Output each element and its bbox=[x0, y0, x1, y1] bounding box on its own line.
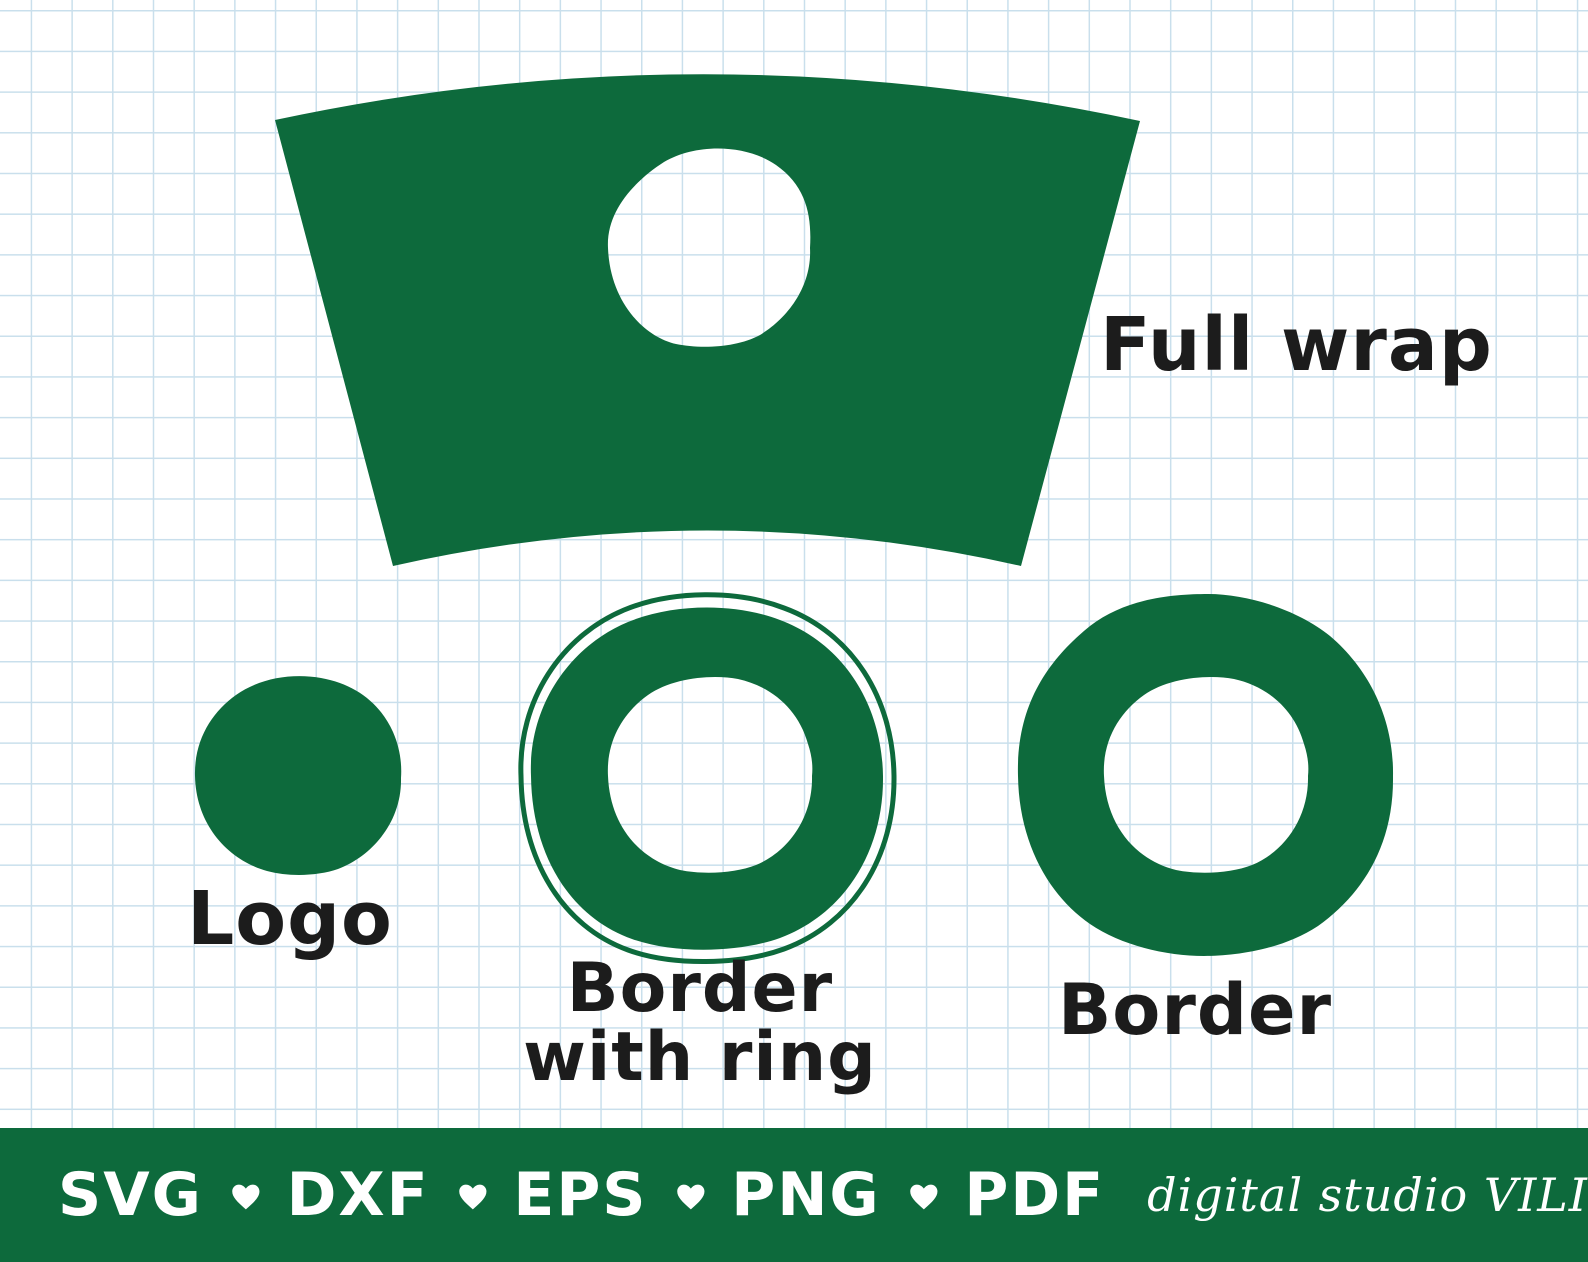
border-with-ring-outer-ring bbox=[518, 592, 897, 964]
full-wrap-label: Full wrap bbox=[1100, 302, 1493, 388]
format-png: PNG bbox=[731, 1160, 881, 1230]
border-with-ring-label-line2: with ring bbox=[523, 1018, 877, 1098]
format-dxf: DXF bbox=[286, 1160, 430, 1230]
logo-shape bbox=[194, 676, 402, 875]
heart-icon bbox=[909, 1176, 939, 1218]
format-svg: SVG bbox=[58, 1160, 203, 1230]
studio-name: digital studio VILI bbox=[1147, 1168, 1588, 1222]
full-wrap-shape bbox=[275, 74, 1140, 566]
formats-footer: SVG DXF EPS PNG PDF digital studio VILI bbox=[0, 1128, 1588, 1262]
format-pdf: PDF bbox=[964, 1160, 1106, 1230]
border-with-ring-band bbox=[530, 607, 884, 950]
heart-icon bbox=[458, 1176, 488, 1218]
border-shape bbox=[1017, 594, 1394, 956]
logo-label: Logo bbox=[187, 876, 393, 962]
border-with-ring-label: Border with ring bbox=[520, 954, 880, 1093]
border-label: Border bbox=[1057, 969, 1333, 1051]
format-eps: EPS bbox=[513, 1160, 648, 1230]
template-artwork bbox=[194, 74, 1394, 964]
heart-icon bbox=[676, 1176, 706, 1218]
border-with-ring-label-line1: Border bbox=[566, 949, 834, 1028]
heart-icon bbox=[231, 1176, 261, 1218]
